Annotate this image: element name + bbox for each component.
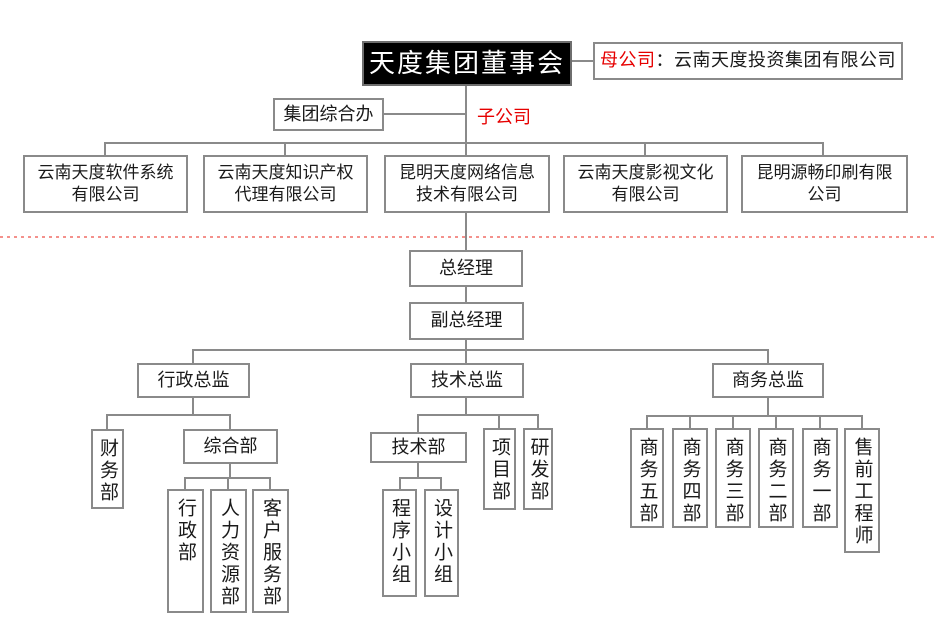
presales-engineer-label: 售前工程师 <box>851 437 873 547</box>
connector-line <box>269 477 271 489</box>
section-divider-dashed <box>0 236 937 238</box>
director-admin-box: 行政总监 <box>137 363 250 398</box>
company-box-ip-agency: 云南天度知识产权 代理有限公司 <box>203 155 368 213</box>
director-biz-box: 商务总监 <box>712 363 824 398</box>
connector-line <box>399 477 442 479</box>
connector-line <box>192 349 769 351</box>
biz-dept-4-box: 商务四部 <box>672 428 708 528</box>
connector-line <box>384 113 466 115</box>
connector-line <box>819 415 821 428</box>
company-box-printing: 昆明源畅印刷有限 公司 <box>741 155 908 213</box>
program-team-box: 程序小组 <box>382 489 417 597</box>
biz-dept-1-label: 商务一部 <box>809 437 831 525</box>
parent-company-name: ：云南天度投资集团有限公司 <box>655 50 896 71</box>
connector-line <box>106 414 108 429</box>
connector-line <box>822 142 824 155</box>
biz-dept-3-box: 商务三部 <box>715 428 751 528</box>
customer-service-dept-label: 客户服务部 <box>260 498 281 608</box>
connector-line <box>465 86 467 155</box>
connector-line <box>192 349 194 363</box>
admin-dept-label: 行政部 <box>175 498 196 564</box>
connector-line <box>104 142 106 155</box>
hr-dept-box: 人力资源部 <box>210 489 247 613</box>
rnd-dept-box: 研发部 <box>523 428 553 510</box>
company-box-network-info: 昆明天度网络信息 技术有限公司 <box>384 155 550 213</box>
connector-line <box>689 415 691 428</box>
connector-line <box>229 464 231 478</box>
connector-line <box>465 398 467 415</box>
presales-engineer-box: 售前工程师 <box>844 428 880 553</box>
connector-line <box>646 415 863 417</box>
connector-line <box>192 398 194 415</box>
design-team-label: 设计小组 <box>431 498 452 586</box>
general-manager-box: 总经理 <box>409 250 523 287</box>
design-team-box: 设计小组 <box>424 489 459 597</box>
biz-dept-2-box: 商务二部 <box>758 428 794 528</box>
project-dept-label: 项目部 <box>489 437 510 503</box>
connector-line <box>767 349 769 363</box>
biz-dept-1-box: 商务一部 <box>802 428 838 528</box>
biz-dept-5-box: 商务五部 <box>630 428 664 528</box>
finance-dept-label: 财务部 <box>97 438 118 504</box>
director-tech-box: 技术总监 <box>410 363 524 398</box>
deputy-general-manager-box: 副总经理 <box>409 302 524 340</box>
connector-line <box>498 414 500 428</box>
group-office-box: 集团综合办 <box>273 98 384 131</box>
connector-line <box>227 477 229 489</box>
admin-dept-box: 行政部 <box>167 489 204 613</box>
connector-line <box>861 415 863 428</box>
connector-line <box>229 414 231 429</box>
parent-company-label: 母公司 <box>600 50 656 71</box>
biz-dept-5-label: 商务五部 <box>636 437 658 525</box>
connector-line <box>106 414 231 416</box>
connector-line <box>417 414 419 432</box>
biz-dept-4-label: 商务四部 <box>679 437 701 525</box>
connector-line <box>440 477 442 489</box>
connector-line <box>732 415 734 428</box>
connector-line <box>417 463 419 478</box>
subsidiary-label: 子公司 <box>477 107 531 127</box>
connector-line <box>775 415 777 428</box>
connector-line <box>184 477 186 489</box>
biz-dept-3-label: 商务三部 <box>722 437 744 525</box>
connector-line <box>767 398 769 416</box>
connector-line <box>465 340 467 363</box>
hr-dept-label: 人力资源部 <box>218 498 239 608</box>
biz-dept-2-label: 商务二部 <box>765 437 787 525</box>
customer-service-dept-box: 客户服务部 <box>252 489 289 613</box>
connector-line <box>104 142 824 144</box>
company-box-film-culture: 云南天度影视文化 有限公司 <box>563 155 728 213</box>
general-dept-box: 综合部 <box>183 429 278 464</box>
program-team-label: 程序小组 <box>389 498 410 586</box>
rnd-dept-label: 研发部 <box>527 437 549 503</box>
connector-line <box>465 213 467 250</box>
connector-line <box>465 287 467 302</box>
connector-line <box>537 414 539 428</box>
connector-line <box>399 477 401 489</box>
project-dept-box: 项目部 <box>483 428 516 510</box>
parent-company-note: 母公司：云南天度投资集团有限公司 <box>593 42 903 80</box>
connector-line <box>284 142 286 155</box>
tech-dept-box: 技术部 <box>370 432 467 463</box>
finance-dept-box: 财务部 <box>91 429 124 509</box>
board-box: 天度集团董事会 <box>362 41 572 86</box>
company-box-software: 云南天度软件系统 有限公司 <box>23 155 188 213</box>
connector-line <box>417 414 538 416</box>
connector-line <box>646 415 648 428</box>
connector-line <box>572 60 593 62</box>
connector-line <box>644 142 646 155</box>
